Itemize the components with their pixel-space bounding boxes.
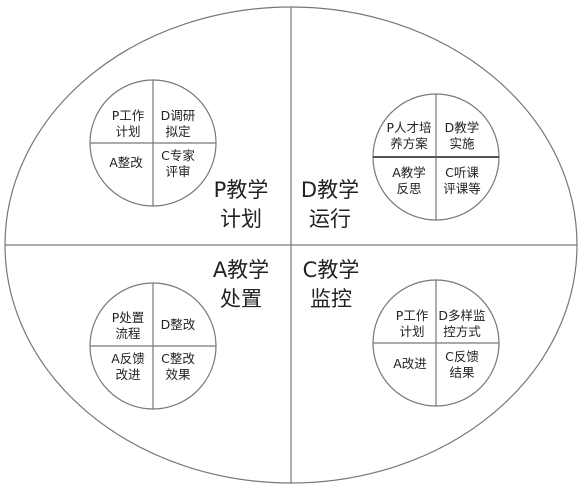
do-cycle-a-line2: 反思 bbox=[396, 181, 421, 196]
plan-cycle-p-line1: P工作 bbox=[112, 108, 145, 123]
check-cycle-p-line1: P工作 bbox=[396, 308, 429, 323]
do-cycle-p-line2: 养方案 bbox=[390, 136, 428, 151]
do-title-line2: 运行 bbox=[309, 207, 351, 231]
check-cycle-c-line2: 结果 bbox=[449, 365, 475, 380]
act-cycle-circle: P处置 流程 D整改 C整改 效果 A反馈 改进 bbox=[89, 282, 217, 410]
act-cycle-c-line1: C整改 bbox=[161, 351, 195, 366]
do-cycle-d-line2: 实施 bbox=[449, 136, 475, 151]
check-cycle-d-line2: 控方式 bbox=[443, 324, 481, 339]
plan-title-line2: 计划 bbox=[220, 207, 262, 231]
do-cycle-c-line1: C听课 bbox=[445, 165, 479, 180]
check-cycle-a-line1: A改进 bbox=[393, 356, 427, 371]
plan-cycle-a-line1: A整改 bbox=[109, 155, 143, 170]
do-cycle-c-line2: 评课等 bbox=[443, 181, 481, 196]
act-cycle-p-line1: P处置 bbox=[112, 310, 145, 325]
act-cycle-d-line1: D整改 bbox=[161, 317, 196, 332]
plan-cycle-c-line1: C专家 bbox=[161, 148, 195, 163]
act-title-line2: 处置 bbox=[220, 287, 262, 311]
check-title-line1: C教学 bbox=[303, 258, 360, 282]
check-cycle-d-line1: D多样监 bbox=[438, 308, 485, 323]
do-cycle-a-line1: A教学 bbox=[392, 165, 426, 180]
act-cycle-a-line2: 改进 bbox=[115, 367, 141, 382]
act-cycle-c-line2: 效果 bbox=[165, 367, 191, 382]
act-cycle-p-line2: 流程 bbox=[115, 326, 141, 341]
check-cycle-c-line1: C反馈 bbox=[445, 349, 479, 364]
check-cycle-circle: P工作 计划 D多样监 控方式 C反馈 结果 A改进 bbox=[372, 279, 500, 407]
check-title-line2: 监控 bbox=[310, 287, 352, 311]
do-cycle-d-line1: D教学 bbox=[445, 120, 480, 135]
act-cycle-a-line1: A反馈 bbox=[111, 351, 145, 366]
plan-cycle-c-line2: 评审 bbox=[165, 164, 190, 179]
plan-cycle-circle: P工作 计划 D调研 拟定 C专家 评审 A整改 bbox=[89, 79, 217, 207]
act-title-line1: A教学 bbox=[213, 258, 269, 282]
plan-title-line1: P教学 bbox=[214, 178, 269, 202]
do-title-line1: D教学 bbox=[301, 178, 359, 202]
check-cycle-p-line2: 计划 bbox=[399, 324, 424, 339]
do-cycle-p-line1: P人才培 bbox=[386, 120, 431, 135]
plan-cycle-d-line1: D调研 bbox=[161, 108, 196, 123]
do-cycle-circle: P人才培 养方案 D教学 实施 C听课 评课等 A教学 反思 bbox=[372, 93, 500, 221]
plan-cycle-d-line2: 拟定 bbox=[165, 124, 190, 139]
plan-cycle-p-line2: 计划 bbox=[115, 124, 140, 139]
